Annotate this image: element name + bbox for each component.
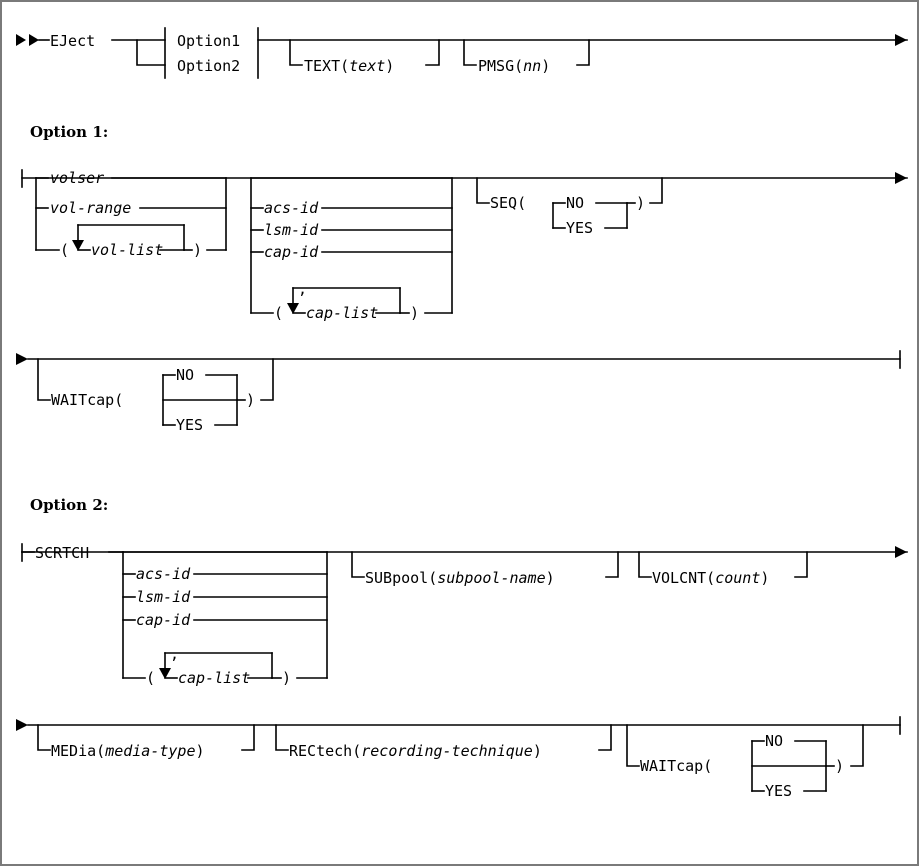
opt1-row2-start-arrow-icon xyxy=(16,353,28,365)
param-lsm-id[interactable]: lsm-id xyxy=(264,221,319,239)
opt1-waitcap-choice-no[interactable]: NO xyxy=(176,366,194,384)
fragment-ref-option1[interactable]: Option1 xyxy=(177,32,240,50)
paren-open-caplist: ( xyxy=(274,304,283,322)
param-volser[interactable]: volser xyxy=(50,169,104,187)
opt1-waitcap-keyword[interactable]: WAITcap( xyxy=(51,391,123,409)
opt1-waitcap-branch-path xyxy=(37,358,51,401)
param-subpool-label[interactable]: SUBpool(subpool-name) xyxy=(365,569,555,587)
opt1-row1-end-arrow-icon xyxy=(895,172,907,184)
paren-close-caplist: ) xyxy=(410,304,419,322)
main-line-group: EJect Option1 Option2 TEXT(text) PMSG(nn… xyxy=(16,27,908,79)
opt2-waitcap-rejoin xyxy=(850,724,864,767)
param-text-label[interactable]: TEXT(text) xyxy=(304,57,394,75)
main-line-end-arrow-icon xyxy=(895,34,907,46)
param-vol-range[interactable]: vol-range xyxy=(50,199,131,217)
start-arrow-1-icon xyxy=(16,34,26,46)
option2-row1-group: SCRTCH acs-id lsm-id cap-id ( , cap-list… xyxy=(21,543,908,687)
opt1-waitcap-choice-yes[interactable]: YES xyxy=(176,416,203,434)
pmsg-branch-rejoin xyxy=(576,39,590,66)
opt2-paren-open-caplist: ( xyxy=(146,669,155,687)
opt2-waitcap-paren-close: ) xyxy=(835,757,844,775)
opt1-waitcap-rejoin xyxy=(260,358,274,401)
option2-row2-group: MEDia(media-type) RECtech(recording-tech… xyxy=(16,716,901,800)
subpool-branch-rejoin xyxy=(605,551,619,578)
opt2-param-cap-list[interactable]: cap-list xyxy=(178,669,250,687)
opt1-waitcap-paren-close: ) xyxy=(246,391,255,409)
opt2-caplist-loop-arrow-icon xyxy=(159,668,171,679)
vollist-loop-arrow-icon xyxy=(72,240,84,251)
seq-keyword[interactable]: SEQ( xyxy=(490,194,526,212)
param-cap-id[interactable]: cap-id xyxy=(264,243,319,261)
media-branch-path xyxy=(37,724,51,751)
subpool-branch-path xyxy=(351,551,365,578)
seq-paren-close: ) xyxy=(636,194,645,212)
param-media-label[interactable]: MEDia(media-type) xyxy=(51,742,205,760)
seq-choice-yes[interactable]: YES xyxy=(566,219,593,237)
start-arrow-2-icon xyxy=(29,34,39,46)
opt2-waitcap-choice-no[interactable]: NO xyxy=(765,732,783,750)
option2-heading: Option 2: xyxy=(30,496,108,514)
opt2-waitcap-choice-yes[interactable]: YES xyxy=(765,782,792,800)
paren-close-vollist: ) xyxy=(193,241,202,259)
keyword-eject: EJect xyxy=(50,32,95,50)
opt2-row1-end-arrow-icon xyxy=(895,546,907,558)
text-branch-path xyxy=(289,39,303,66)
seq-choice-no[interactable]: NO xyxy=(566,194,584,212)
volcnt-branch-path xyxy=(638,551,652,578)
param-cap-list[interactable]: cap-list xyxy=(306,304,378,322)
media-branch-rejoin xyxy=(241,724,255,751)
opt2-param-lsm-id[interactable]: lsm-id xyxy=(136,588,191,606)
caplist-separator-comma: , xyxy=(298,280,307,298)
fragment-ref-option2[interactable]: Option2 xyxy=(177,57,240,75)
eject-stub-loop xyxy=(136,39,166,66)
opt2-row2-start-arrow-icon xyxy=(16,719,28,731)
opt2-caplist-separator-comma: , xyxy=(170,645,179,663)
opt2-param-cap-id[interactable]: cap-id xyxy=(136,611,191,629)
option1-row1-group: volser vol-range ( vol-list ) acs-id lsm… xyxy=(21,169,908,322)
keyword-scrtch: SCRTCH xyxy=(35,544,89,562)
caplist-loop-arrow-icon xyxy=(287,303,299,314)
param-pmsg-label[interactable]: PMSG(nn) xyxy=(478,57,550,75)
seq-branch-path xyxy=(476,177,490,204)
param-volcnt-label[interactable]: VOLCNT(count) xyxy=(652,569,769,587)
opt2-waitcap-keyword[interactable]: WAITcap( xyxy=(640,757,712,775)
text-branch-rejoin xyxy=(425,39,440,66)
param-acs-id[interactable]: acs-id xyxy=(264,199,319,217)
option1-heading: Option 1: xyxy=(30,123,108,141)
paren-open-vollist: ( xyxy=(60,241,69,259)
rectech-branch-rejoin xyxy=(598,724,612,751)
rectech-branch-path xyxy=(275,724,289,751)
opt2-waitcap-branch-path xyxy=(626,724,640,767)
option1-row2-group: WAITcap( NO YES ) xyxy=(16,350,901,434)
opt2-paren-close-caplist: ) xyxy=(282,669,291,687)
pmsg-branch-path xyxy=(463,39,477,66)
param-rectech-label[interactable]: RECtech(recording-technique) xyxy=(289,742,542,760)
opt2-param-acs-id[interactable]: acs-id xyxy=(136,565,191,583)
volcnt-branch-rejoin xyxy=(794,551,808,578)
param-vol-list[interactable]: vol-list xyxy=(91,241,163,259)
seq-branch-rejoin xyxy=(649,177,663,204)
